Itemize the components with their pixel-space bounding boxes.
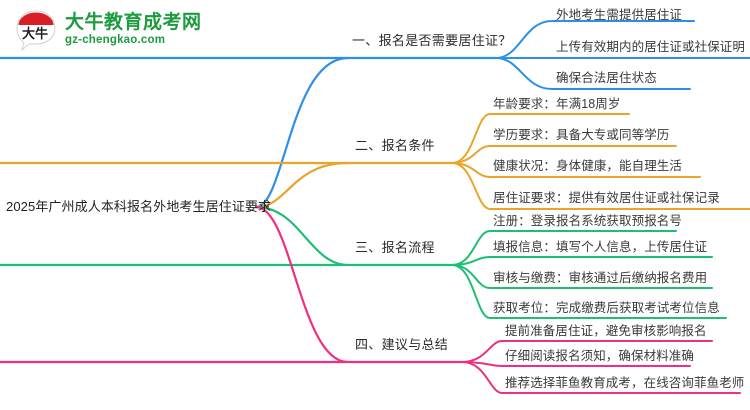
- leaf-node-4-1[interactable]: 提前准备居住证，避免审核影响报名: [505, 324, 707, 338]
- leaf-node-3-4[interactable]: 获取考位：完成缴费后获取考试考位信息: [493, 301, 720, 315]
- logo-title: 大牛教育成考网: [65, 12, 202, 34]
- branch-wire-3: [254, 205, 454, 267]
- leaf-node-3-2[interactable]: 填报信息：填写个人信息，上传居住证: [493, 240, 708, 254]
- branch-node-3[interactable]: 三、报名流程: [355, 240, 435, 255]
- leaf-node-2-3[interactable]: 健康状况：身体健康，能自理生活: [493, 159, 683, 173]
- branch-wire-1: [254, 56, 498, 209]
- leaf-node-1-1[interactable]: 外地考生需提供居住证: [556, 8, 683, 22]
- branch-node-4[interactable]: 四、建议与总结: [355, 337, 449, 352]
- leaf-node-2-2[interactable]: 学历要求：具备大专或同等学历: [493, 128, 670, 142]
- leaf-node-1-3[interactable]: 确保合法居住状态: [556, 71, 657, 85]
- leaf-node-4-2[interactable]: 仔细阅读报名须知，确保材料准确: [505, 349, 695, 363]
- logo-subtitle: gz-chengkao.com: [65, 34, 166, 47]
- leaf-node-1-2[interactable]: 上传有效期内的居住证或社保证明: [556, 40, 746, 54]
- logo-text: 大牛教育成考网 gz-chengkao.com: [65, 13, 202, 47]
- branch-node-1[interactable]: 一、报名是否需要居住证？: [352, 33, 512, 48]
- site-logo[interactable]: 大牛 大牛教育成考网 gz-chengkao.com: [14, 8, 202, 52]
- logo-mark-icon: 大牛: [14, 8, 58, 52]
- root-node-label[interactable]: 2025年广州成人本科报名外地考生居住证要求: [6, 199, 272, 214]
- leaf-wire-3-2: [451, 256, 713, 266]
- leaf-node-2-1[interactable]: 年龄要求：年满18周岁: [493, 97, 621, 111]
- branch-wire-2: [254, 161, 454, 209]
- svg-text:大牛: 大牛: [22, 26, 48, 42]
- leaf-node-3-1[interactable]: 注册：登录报名系统获取预报名号: [493, 214, 683, 228]
- branch-node-2[interactable]: 二、报名条件: [355, 138, 435, 153]
- leaf-node-2-4[interactable]: 居住证要求：提供有效居住证或社保记录: [493, 191, 720, 205]
- leaf-node-3-3[interactable]: 审核与缴费：审核通过后缴纳报名费用: [493, 271, 708, 285]
- leaf-node-4-3[interactable]: 推荐选择菲鱼教育成考，在线咨询菲鱼老师: [505, 376, 745, 390]
